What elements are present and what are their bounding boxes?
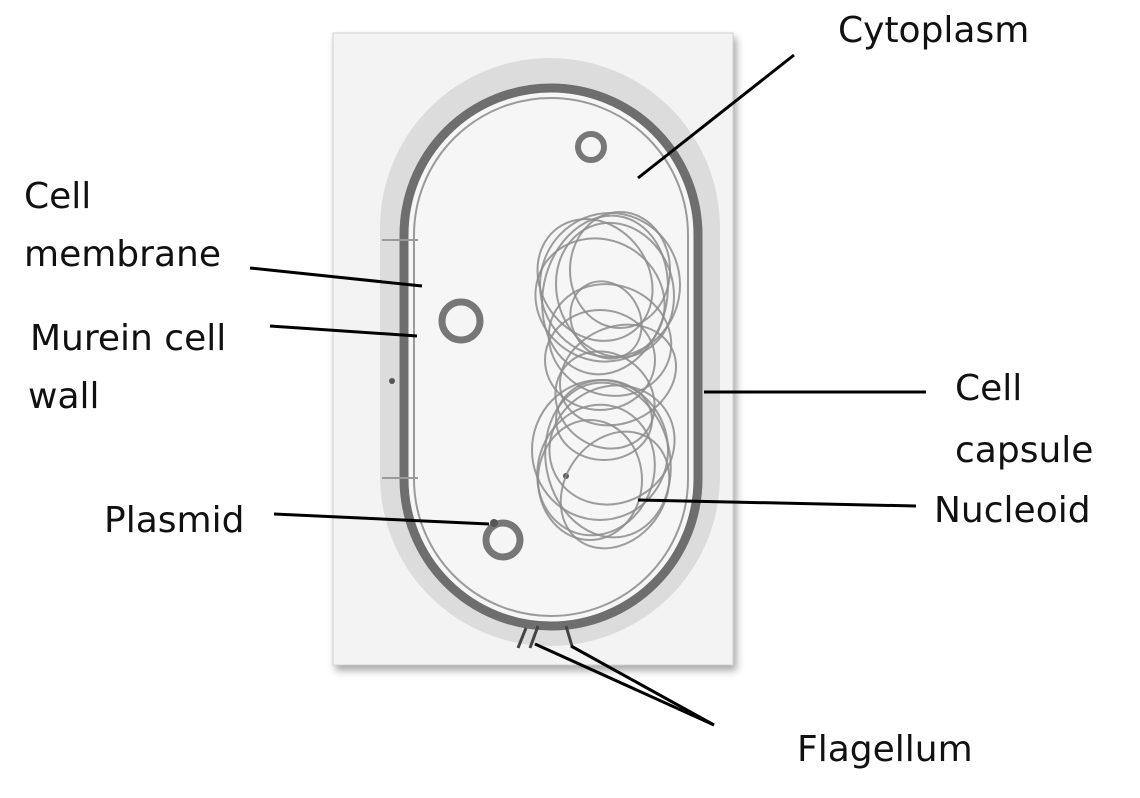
- granule-top: [575, 131, 607, 163]
- leader-nucleoid: [637, 498, 917, 508]
- murein-cell-wall: [399, 83, 703, 631]
- wall-detail-marks: [382, 239, 418, 479]
- leader-plasmid: [273, 512, 490, 526]
- label-cell-capsule-line1: Cell: [955, 368, 1023, 409]
- leader-cell-membrane: [249, 266, 423, 288]
- label-flagellum: Flagellum: [797, 729, 973, 770]
- cell-membrane: [413, 97, 689, 617]
- label-nucleoid: Nucleoid: [934, 490, 1091, 531]
- leader-flagellum-b: [570, 644, 715, 727]
- granule-left: [438, 298, 484, 344]
- wall-dot: [389, 378, 395, 384]
- plasmid-ring: [482, 519, 524, 561]
- label-murein-line2: wall: [28, 376, 100, 417]
- leader-cytoplasm: [637, 53, 795, 180]
- label-cell-capsule-line2: capsule: [955, 430, 1094, 471]
- label-cytoplasm: Cytoplasm: [838, 10, 1030, 51]
- plasmid-dot: [490, 519, 498, 527]
- nucleoid: [531, 211, 681, 550]
- label-plasmid: Plasmid: [104, 500, 245, 541]
- leader-flagellum-a: [534, 642, 715, 727]
- label-cell-membrane-line1: Cell: [24, 176, 92, 217]
- label-cell-membrane-line2: membrane: [24, 234, 221, 275]
- flagella: [516, 625, 574, 649]
- leader-lines: [249, 53, 926, 727]
- label-murein-line1: Murein cell: [30, 318, 227, 359]
- leader-murein-wall: [269, 324, 418, 338]
